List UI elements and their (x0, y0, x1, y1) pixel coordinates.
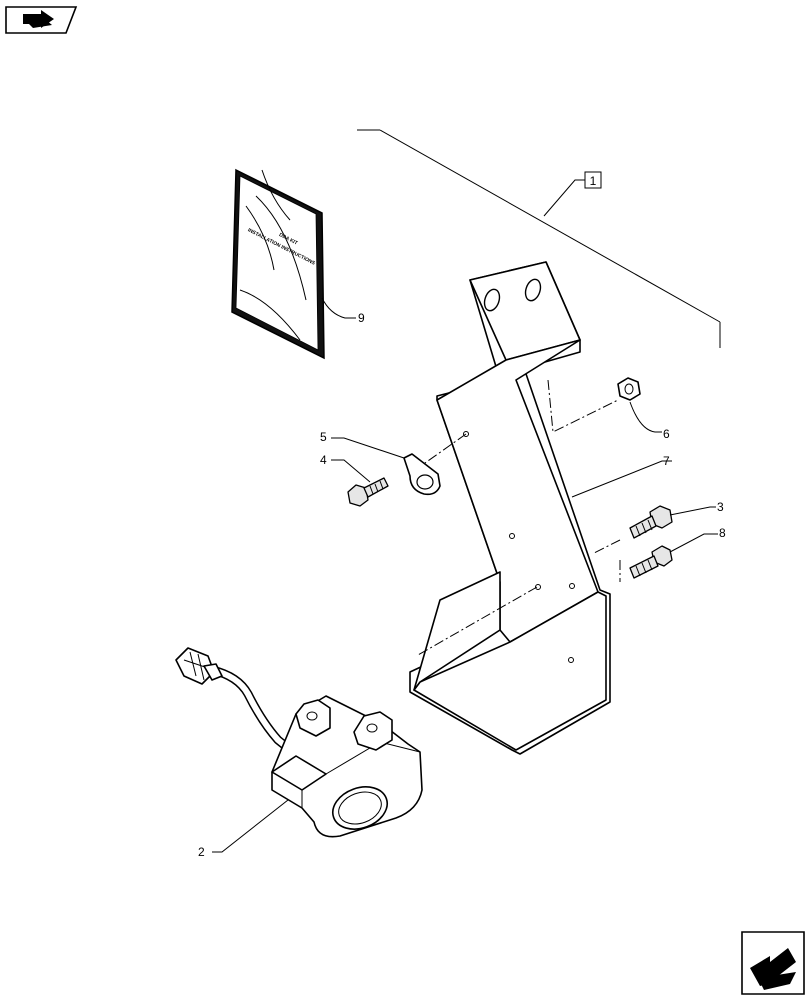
hex-nut (617, 377, 641, 401)
bolt-long (629, 505, 673, 539)
callout-5-label: 5 (320, 430, 327, 444)
cable-clip (403, 453, 441, 496)
callout-8-label: 8 (719, 526, 726, 540)
bolt-stud (629, 545, 673, 579)
next-page-icon[interactable] (741, 931, 805, 995)
callout-1-label: 1 (590, 174, 597, 188)
previous-page-icon[interactable] (5, 6, 78, 34)
callout-6-label: 6 (663, 427, 670, 441)
callout-9-label: 9 (358, 311, 365, 325)
kit-bracket-line (357, 129, 721, 348)
callout-7-label: 7 (663, 454, 670, 468)
callout-2-label: 2 (198, 845, 205, 859)
callout-1: 1 (584, 171, 602, 189)
assembly-centerlines (417, 379, 621, 656)
lamp-assembly (175, 647, 423, 838)
callout-4-label: 4 (320, 453, 327, 467)
bolt-short (347, 477, 389, 507)
mounting-bracket (409, 261, 611, 755)
installation-manual: DDA KIT INSTALLATION INSTRUCTIONS (231, 168, 325, 360)
callout-3-label: 3 (717, 500, 724, 514)
